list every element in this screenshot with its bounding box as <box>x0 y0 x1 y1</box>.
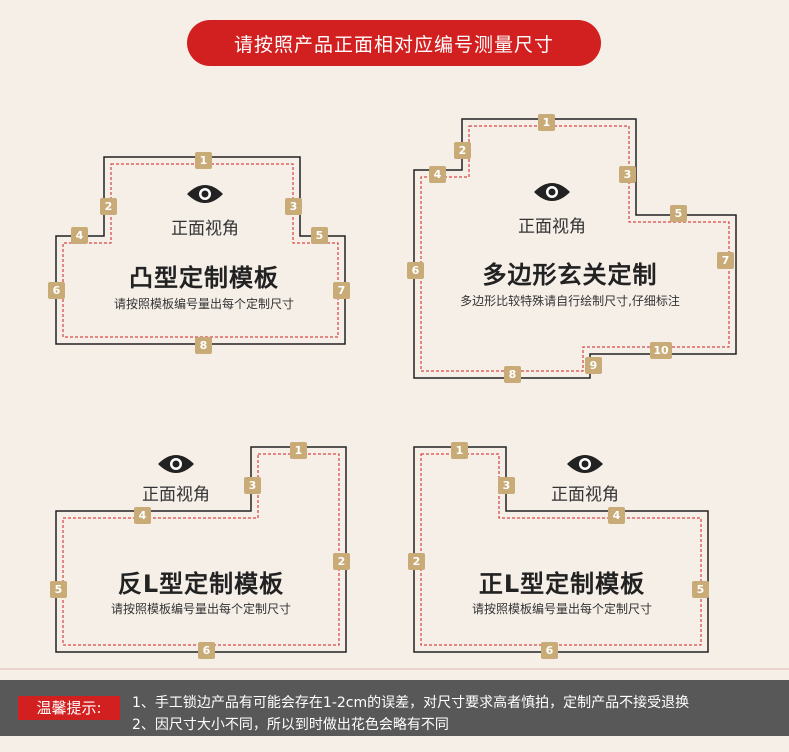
measure-badge: 10 <box>650 342 672 359</box>
header-title: 请按照产品正面相对应编号测量尺寸 <box>187 20 601 66</box>
measure-badge: 2 <box>333 553 350 570</box>
convex-template-shape <box>55 156 346 345</box>
template-subtitle: 请按照模板编号量出每个定制尺寸 <box>471 602 653 616</box>
template-title: 多边形玄关定制 <box>482 261 658 289</box>
template-title: 反L型定制模板 <box>117 570 285 598</box>
measure-badge: 6 <box>541 642 558 659</box>
measure-badge: 1 <box>538 114 555 131</box>
view-label: 正面视角 <box>142 485 210 505</box>
reverse-l-template-shape <box>55 446 347 653</box>
measure-badge: 8 <box>195 337 212 354</box>
measure-badge: 9 <box>585 357 602 374</box>
measure-badge: 3 <box>619 166 636 183</box>
eye-icon <box>187 185 223 203</box>
measure-badge: 7 <box>333 282 350 299</box>
footer-divider <box>0 668 789 670</box>
footer-bar <box>0 680 789 736</box>
measure-badge: 1 <box>290 442 307 459</box>
measure-badge: 4 <box>608 507 625 524</box>
measure-badge: 2 <box>454 142 471 159</box>
view-label: 正面视角 <box>518 217 586 237</box>
view-label: 正面视角 <box>551 485 619 505</box>
measure-badge: 6 <box>407 262 424 279</box>
template-subtitle: 请按照模板编号量出每个定制尺寸 <box>113 297 295 311</box>
reverse-l-outline <box>55 446 347 653</box>
tip-line: 1、手工锁边产品有可能会存在1-2cm的误差，对尺寸要求高者慎拍，定制产品不接受… <box>132 695 690 711</box>
template-title: 正L型定制模板 <box>478 570 646 598</box>
normal-l-template-shape <box>413 446 709 653</box>
measure-badge: 3 <box>498 477 515 494</box>
normal-l-dashed <box>420 453 702 646</box>
measure-badge: 5 <box>50 581 67 598</box>
measure-badge: 5 <box>311 227 328 244</box>
normal-l-outline <box>413 446 709 653</box>
measure-badge: 4 <box>429 166 446 183</box>
measure-badge: 4 <box>71 227 88 244</box>
measure-badge: 3 <box>244 477 261 494</box>
template-title: 凸型定制模板 <box>129 264 279 292</box>
measure-badge: 2 <box>408 553 425 570</box>
tip-line: 2、因尺寸大小不同，所以到时做出花色会略有不同 <box>132 717 449 733</box>
polygon-dashed <box>420 125 730 372</box>
tip-label: 温馨提示: <box>18 696 120 720</box>
measure-badge: 8 <box>504 366 521 383</box>
measure-badge: 1 <box>451 442 468 459</box>
template-subtitle: 多边形比较特殊请自行绘制尺寸,仔细标注 <box>460 294 680 308</box>
view-label: 正面视角 <box>171 219 239 239</box>
eye-icon <box>534 183 570 201</box>
convex-dashed <box>62 163 339 338</box>
measure-badge: 1 <box>195 152 212 169</box>
eye-icon <box>567 455 603 473</box>
measure-badge: 5 <box>670 205 687 222</box>
measure-badge: 4 <box>134 507 151 524</box>
measure-badge: 6 <box>48 282 65 299</box>
measure-badge: 7 <box>717 252 734 269</box>
reverse-l-dashed <box>62 453 340 646</box>
convex-outline <box>55 156 346 345</box>
measure-badge: 3 <box>285 198 302 215</box>
template-subtitle: 请按照模板编号量出每个定制尺寸 <box>110 602 292 616</box>
eye-icon <box>158 455 194 473</box>
measure-badge: 2 <box>100 198 117 215</box>
measure-badge: 6 <box>198 642 215 659</box>
measure-badge: 5 <box>692 581 709 598</box>
footer-bottom-strip <box>0 736 789 752</box>
